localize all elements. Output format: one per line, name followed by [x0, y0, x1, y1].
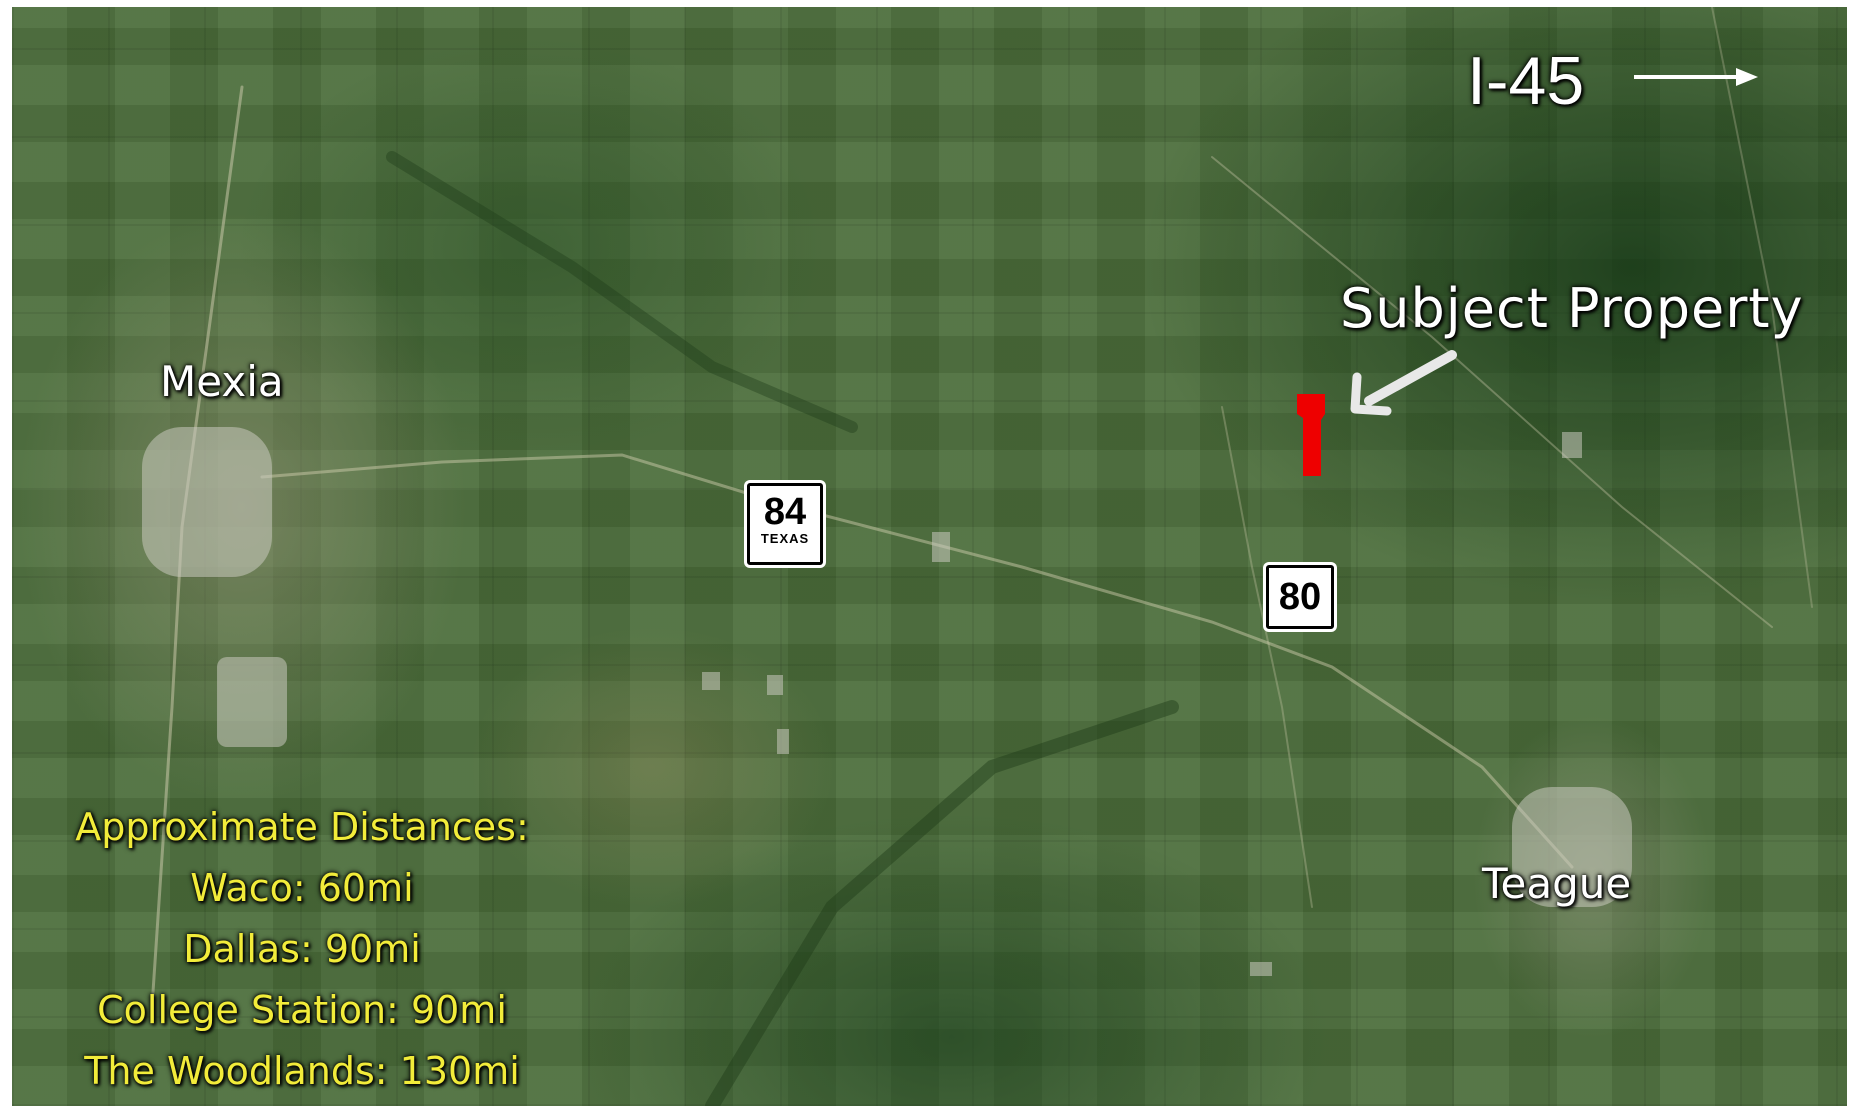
town-label-mexia: Mexia: [160, 357, 284, 406]
distances-panel: Approximate Distances: Waco: 60mi Dallas…: [42, 797, 562, 1102]
subject-parcel-marker[interactable]: [1295, 394, 1329, 476]
shield-number: 80: [1278, 576, 1322, 618]
distance-item: College Station: 90mi: [97, 988, 507, 1032]
subject-property-label: Subject Property: [1340, 277, 1804, 340]
distances-heading: Approximate Distances:: [75, 805, 529, 849]
satellite-map[interactable]: I-45 Subject Property Mexia Teague 84 TE…: [12, 7, 1847, 1106]
highway-shield: 80: [1266, 565, 1334, 629]
shield-state: TEXAS: [760, 531, 810, 546]
diagonal-arrow-icon: [1350, 350, 1457, 416]
road-lines: [142, 7, 1813, 1106]
town-label-teague: Teague: [1482, 859, 1632, 908]
interstate-label: I-45: [1467, 43, 1585, 119]
distance-item: Dallas: 90mi: [183, 927, 421, 971]
right-arrow-icon: [1634, 68, 1758, 86]
distance-item: The Woodlands: 130mi: [84, 1049, 520, 1093]
shield-number: 84: [763, 491, 807, 533]
state-highway-shield: 84 TEXAS: [747, 483, 823, 565]
distance-item: Waco: 60mi: [190, 866, 414, 910]
